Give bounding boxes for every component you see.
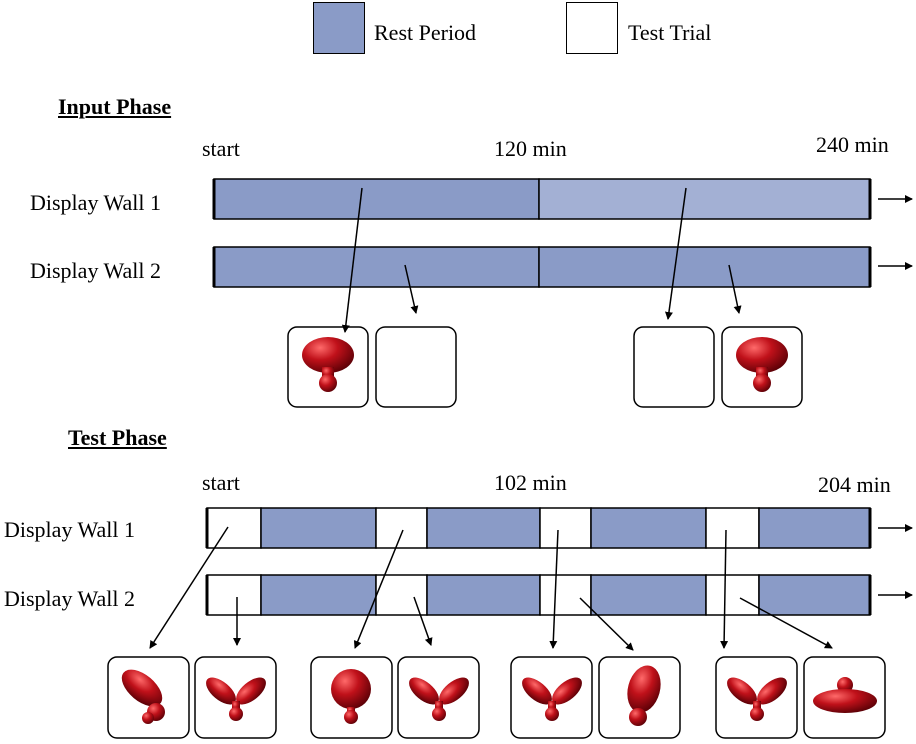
pointer-arrow [739, 597, 833, 649]
input-wall-2-bar [212, 246, 872, 288]
stimulus-box-empty [633, 326, 715, 408]
rest-segment [758, 574, 871, 616]
legend-test-swatch [566, 2, 618, 54]
input-time-end: 240 min [816, 132, 889, 157]
test-segment [705, 574, 760, 616]
rest-segment [758, 507, 871, 549]
rest-segment [538, 178, 871, 220]
test-segment [206, 507, 262, 549]
test-segment [375, 507, 428, 549]
rest-segment [590, 574, 707, 616]
test-wall-2-label: Display Wall 2 [4, 586, 136, 611]
rest-segment [213, 246, 540, 288]
test-time-start: start [202, 470, 240, 495]
pointer-arrow [579, 597, 634, 651]
rest-segment [260, 574, 377, 616]
test-wall-2-bar [205, 574, 872, 616]
test-segment [539, 507, 592, 549]
legend-rest-label: Rest Period [374, 20, 477, 45]
legend-test-label: Test Trial [628, 20, 712, 45]
rest-segment [426, 574, 541, 616]
pointer-arrow [728, 264, 742, 314]
rest-segment [260, 507, 377, 549]
input-wall-1-label: Display Wall 1 [30, 190, 162, 215]
pointer-arrow [549, 529, 559, 649]
test-wall-1-label: Display Wall 1 [4, 517, 136, 542]
rest-segment [213, 178, 540, 220]
test-time-end: 204 min [818, 472, 891, 497]
rest-segment [426, 507, 541, 549]
test-segment [375, 574, 428, 616]
input-wall-2-label: Display Wall 2 [30, 258, 162, 283]
input-phase-title: Input Phase [58, 94, 172, 119]
test-wall-1-bar [205, 507, 872, 549]
input-time-mid: 120 min [494, 136, 567, 161]
test-segment [705, 507, 760, 549]
input-wall-1-bar [212, 178, 872, 220]
rest-segment [538, 246, 871, 288]
rest-segment [590, 507, 707, 549]
pointer-arrow [341, 187, 363, 333]
pointer-arrow [149, 526, 229, 649]
legend-rest-swatch [313, 2, 365, 54]
test-segment [539, 574, 592, 616]
pointer-arrow [353, 529, 404, 649]
stimulus-box-empty [375, 326, 457, 408]
pointer-arrow [664, 187, 687, 320]
test-time-mid: 102 min [494, 470, 567, 495]
input-time-start: start [202, 136, 240, 161]
test-segment [206, 574, 262, 616]
pointer-arrow [404, 264, 419, 314]
test-phase-title: Test Phase [68, 425, 167, 450]
pointer-arrow [720, 529, 729, 649]
pointer-arrow [413, 596, 433, 646]
